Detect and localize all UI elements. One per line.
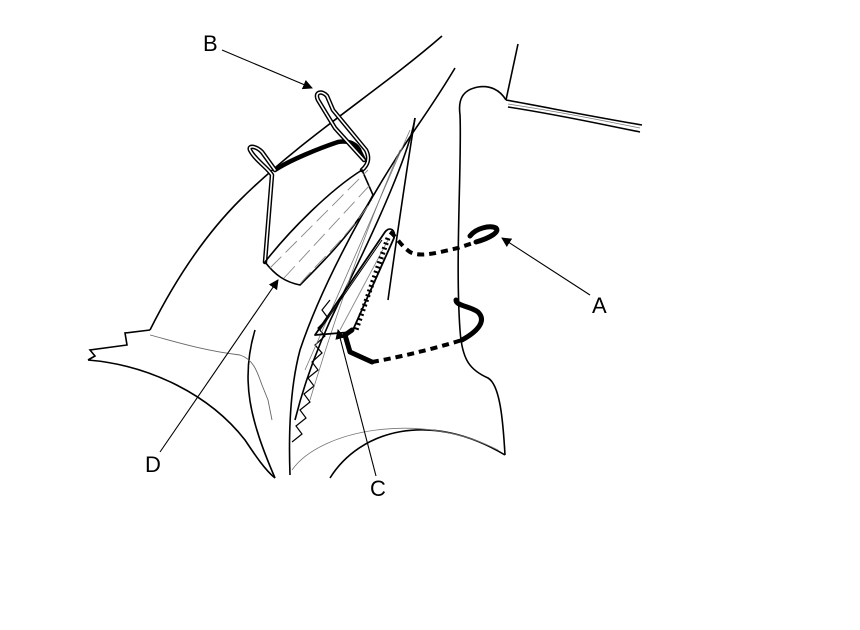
callout-label-c: C bbox=[370, 476, 386, 501]
callout-label-a: A bbox=[592, 293, 607, 318]
callout-label-d: D bbox=[145, 452, 161, 477]
wire-a-hidden-dashed bbox=[371, 230, 477, 364]
leader-line-d bbox=[159, 279, 279, 453]
clip-c bbox=[314, 228, 396, 336]
wire-a-solid bbox=[342, 224, 500, 365]
left-panel-inner-contour bbox=[149, 334, 273, 421]
fabric-sleeve-d bbox=[263, 168, 374, 286]
leader-line-b bbox=[221, 49, 313, 90]
right-body-panel bbox=[329, 43, 643, 479]
leader-lines bbox=[159, 49, 591, 477]
left-trim-panel bbox=[87, 35, 443, 479]
clip-b-inner-highlight bbox=[248, 91, 369, 263]
leader-line-a bbox=[501, 237, 591, 296]
guide-lines bbox=[304, 129, 411, 401]
leader-line-c bbox=[335, 329, 377, 477]
callout-label-b: B bbox=[203, 31, 218, 56]
serrated-edge bbox=[291, 299, 331, 443]
clip-c-hatching bbox=[353, 237, 391, 331]
right-panel-thin-contour bbox=[291, 103, 641, 471]
